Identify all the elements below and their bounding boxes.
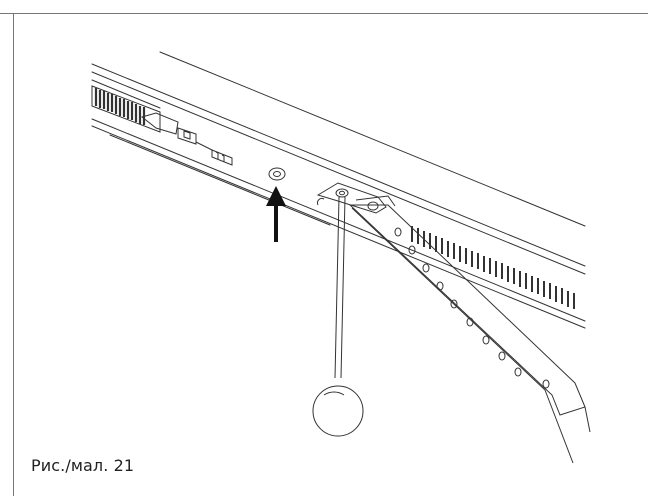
release-handle-highlight	[323, 391, 345, 396]
arm-hole-9	[514, 367, 522, 377]
release-mechanism	[316, 182, 387, 214]
emergency-release-cord	[312, 196, 364, 437]
arm-hole-3	[422, 263, 430, 273]
arrow-head	[266, 186, 286, 206]
carriage-plate	[140, 112, 179, 135]
screw-slot	[273, 171, 281, 177]
release-knob-center	[339, 190, 345, 196]
chain-teeth-right	[411, 226, 575, 309]
indicator-arrow	[266, 186, 286, 242]
arm-hole-8	[498, 351, 506, 361]
screw-head	[268, 167, 286, 181]
arm-hole-5	[450, 299, 458, 309]
rail-upper-edge	[91, 63, 586, 267]
trolley-bracket	[316, 182, 387, 214]
perforated-door-arm	[348, 195, 591, 464]
carriage-link	[195, 141, 213, 151]
rail-underside	[109, 134, 331, 226]
bracket-bolt	[367, 201, 379, 211]
chain-teeth-left	[94, 88, 146, 125]
arm-hole-1	[394, 227, 402, 237]
cord-line-left	[334, 196, 340, 379]
arm-outline-upper	[348, 204, 586, 416]
carriage-connector	[211, 149, 233, 166]
bracket-hook	[317, 198, 325, 206]
arm-hole-7	[482, 335, 490, 345]
figure-caption: Рис./мал. 21	[31, 456, 135, 475]
arm-hole-4	[436, 281, 444, 291]
left-chain-section	[91, 85, 233, 166]
cord-line-right	[340, 196, 346, 379]
arm-inner-edge	[351, 207, 546, 391]
arm-hole-2	[408, 245, 416, 255]
right-chain-section	[411, 226, 575, 309]
arm-lower-right-edge	[584, 406, 591, 433]
arm-hole-6	[466, 317, 474, 327]
chain-channel-left	[91, 85, 161, 133]
release-handle-ball	[312, 385, 364, 437]
rail-upper-edge-inner	[91, 71, 586, 275]
arm-lower-left-edge	[544, 389, 574, 464]
arm-bracket-top	[355, 195, 396, 207]
adjustment-screw	[268, 167, 286, 181]
rail-top-edge	[159, 51, 586, 227]
rail-inner-line-left	[91, 79, 161, 109]
arm-hole-10	[542, 379, 550, 389]
carriage-block	[177, 127, 197, 145]
release-knob	[335, 188, 349, 198]
